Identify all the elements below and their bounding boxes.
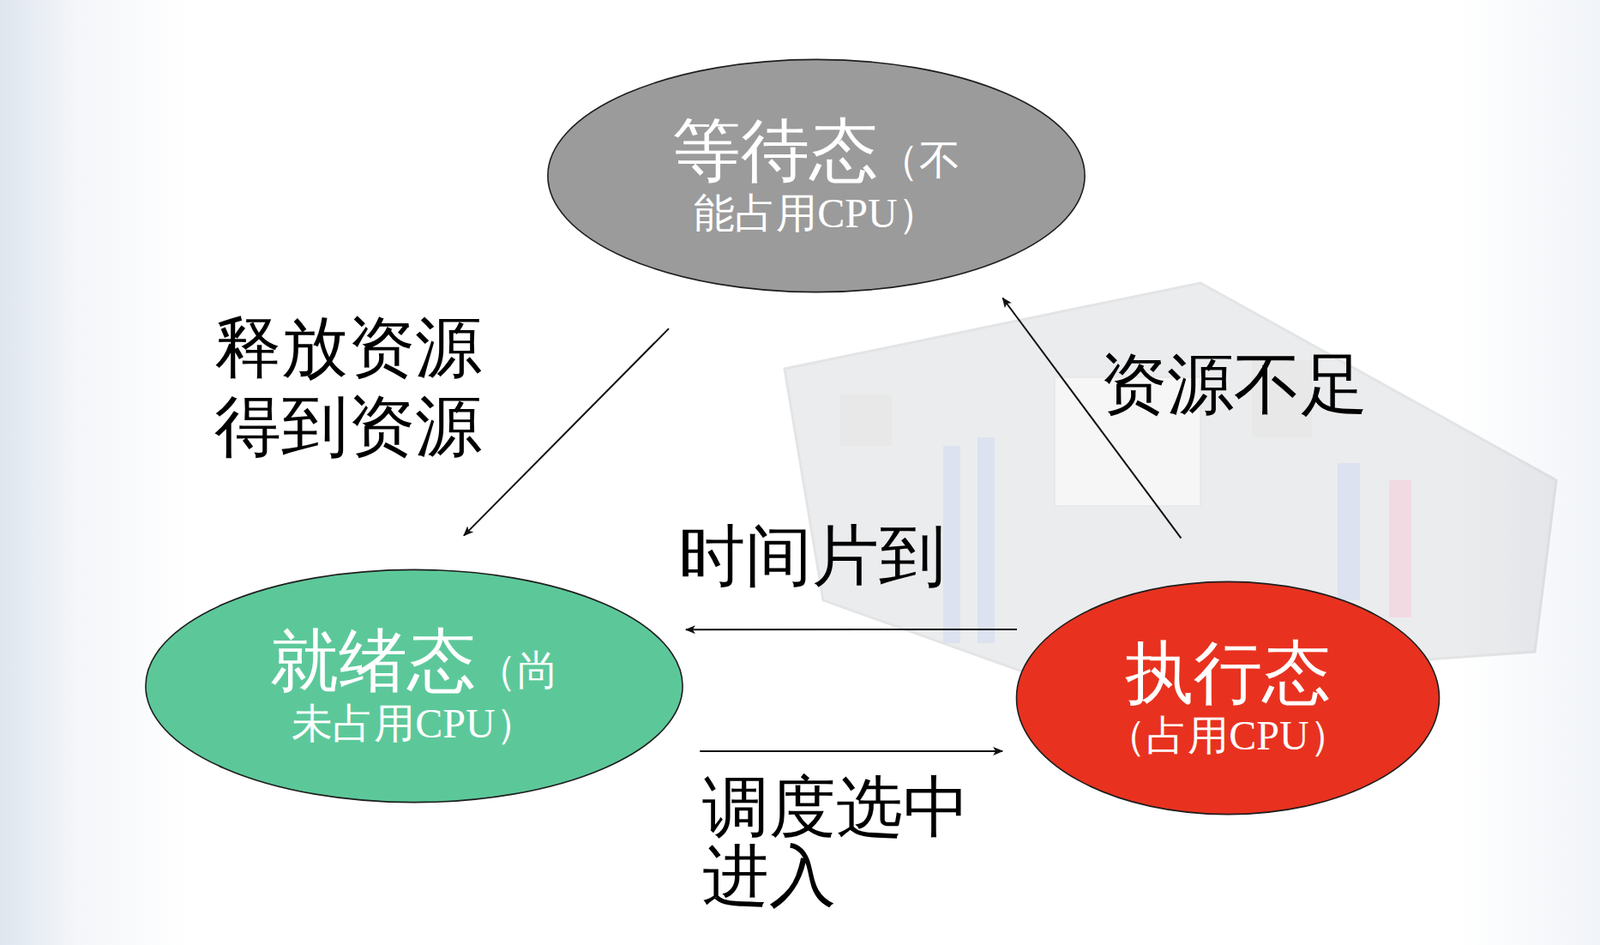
chip — [840, 394, 892, 446]
ellipse-shape — [145, 569, 683, 802]
ellipse-shape — [1016, 581, 1439, 814]
ellipse-shape — [547, 59, 1085, 292]
state-name: 等待态 — [672, 110, 879, 191]
transition-label: 调度选中 进入 — [702, 773, 997, 910]
expansion-slot — [1389, 480, 1412, 618]
state-text: 执行态（占用CPU） — [1099, 635, 1357, 761]
transition-label: 时间片到 — [678, 517, 973, 596]
transition-label: 资源不足 — [1100, 346, 1395, 424]
state-ellipse: 就绪态（尚未占用CPU） — [144, 568, 685, 804]
state-name: 执行态 — [1124, 632, 1331, 713]
transition-label: 释放资源 得到资源 — [214, 307, 509, 466]
transition-arrow — [463, 328, 669, 536]
transition-arrow — [685, 628, 1017, 631]
state-ellipse: 执行态（占用CPU） — [1015, 580, 1441, 816]
expansion-slot — [1337, 463, 1360, 601]
state-ellipse: 等待态（不能占用CPU） — [546, 58, 1087, 294]
state-text: 等待态（不能占用CPU） — [656, 113, 976, 239]
state-note: （占用CPU） — [1105, 712, 1350, 758]
state-name: 就绪态 — [270, 620, 476, 701]
state-text: 就绪态（尚未占用CPU） — [254, 623, 574, 749]
transition-arrow — [699, 750, 1003, 752]
memory-slot — [977, 437, 995, 644]
